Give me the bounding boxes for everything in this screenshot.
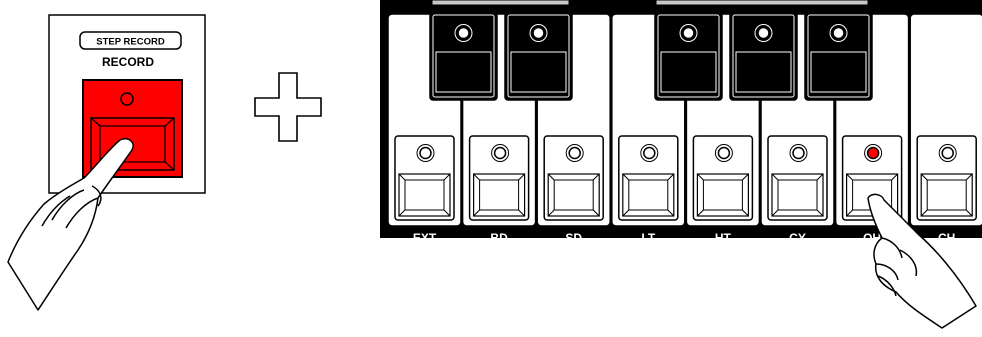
record-led <box>121 93 133 105</box>
black-key[interactable] <box>805 12 872 100</box>
key-led <box>495 148 506 159</box>
key-led <box>644 148 655 159</box>
key-led <box>458 28 469 39</box>
black-key[interactable] <box>655 12 722 100</box>
record-label: RECORD <box>102 55 154 69</box>
record-panel: STEP RECORD RECORD <box>8 15 205 310</box>
key-pad[interactable] <box>619 136 678 220</box>
key-pad[interactable] <box>917 136 976 220</box>
key-label: LT <box>641 231 655 245</box>
key-led <box>420 148 431 159</box>
plus-icon <box>255 73 321 141</box>
key-pad[interactable] <box>544 136 603 220</box>
key-label: CH <box>938 231 955 245</box>
key-pad[interactable] <box>768 136 827 220</box>
key-led <box>718 148 729 159</box>
key-led <box>758 28 769 39</box>
key-pad[interactable] <box>470 136 529 220</box>
key-ch[interactable] <box>910 14 982 226</box>
black-key[interactable] <box>730 12 797 100</box>
key-led <box>942 148 953 159</box>
key-led <box>683 28 694 39</box>
key-label: BD <box>490 231 508 245</box>
key-label: EXT <box>413 231 437 245</box>
key-pad[interactable] <box>395 136 454 220</box>
black-key[interactable] <box>505 12 572 100</box>
key-led <box>533 28 544 39</box>
key-led <box>868 148 879 159</box>
step-record-label: STEP RECORD <box>96 37 165 48</box>
key-led <box>793 148 804 159</box>
key-label: SD <box>565 231 582 245</box>
black-key[interactable] <box>430 12 497 100</box>
key-label: HT <box>715 231 732 245</box>
key-led <box>833 28 844 39</box>
key-pad[interactable] <box>693 136 752 220</box>
key-led <box>569 148 580 159</box>
key-label: CY <box>789 231 806 245</box>
